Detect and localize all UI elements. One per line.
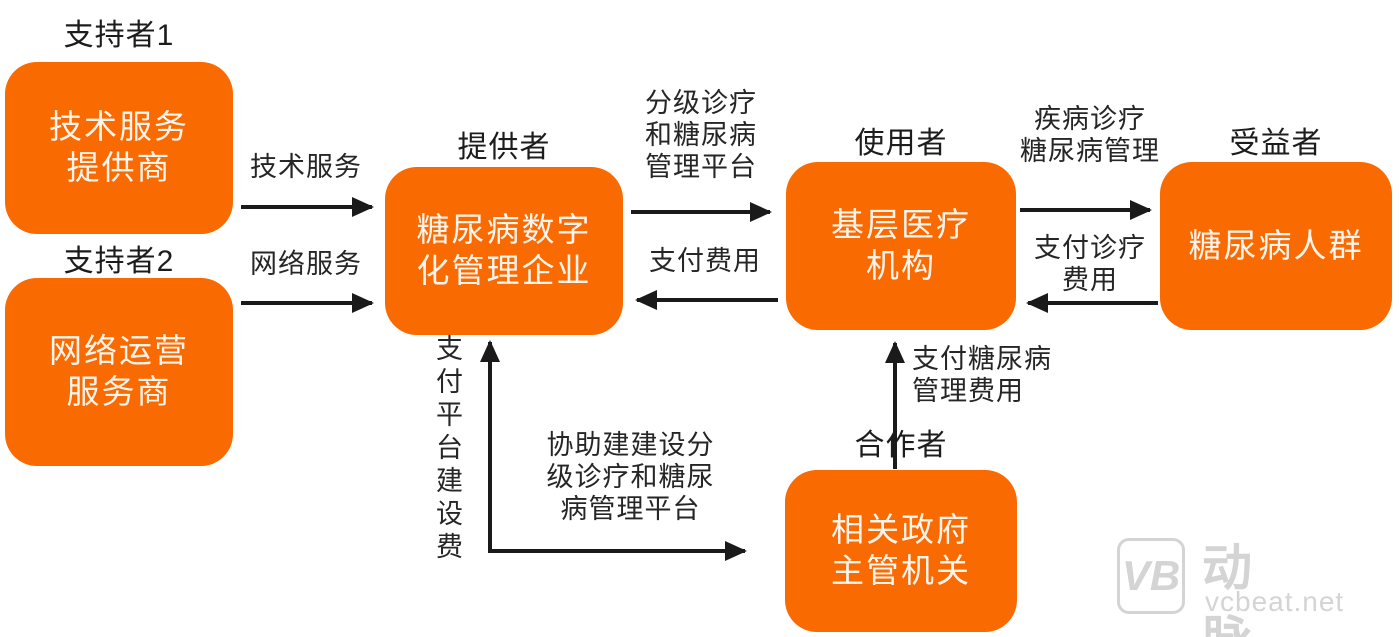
edge-label-platform-delivery: 分级诊疗 和糖尿病 管理平台 <box>645 88 757 182</box>
edge-label-pay-platform-fee: 支付平台建设费 <box>432 334 462 565</box>
node-enterprise-label: 糖尿病数字 化管理企业 <box>416 211 592 289</box>
node-primary-care-label: 基层医疗 机构 <box>831 206 971 284</box>
node-patients-label: 糖尿病人群 <box>1188 226 1364 264</box>
node-primary-care: 基层医疗 机构 <box>786 162 1016 330</box>
node-government: 相关政府 主管机关 <box>785 470 1017 632</box>
role-label-beneficiary: 受益者 <box>1229 127 1323 160</box>
node-enterprise: 糖尿病数字 化管理企业 <box>385 167 623 335</box>
role-label-provider: 提供者 <box>457 131 551 164</box>
edge-label-tech-service: 技术服务 <box>250 152 362 182</box>
node-tech-provider-label: 技术服务 提供商 <box>49 108 189 186</box>
edge-label-network-service: 网络服务 <box>250 249 362 279</box>
node-tech-provider: 技术服务 提供商 <box>5 62 233 234</box>
vcbeat-logo-icon: VB <box>1117 538 1185 614</box>
edge-label-disease-mgmt: 疾病诊疗 糖尿病管理 <box>1020 104 1160 166</box>
role-label-user: 使用者 <box>854 127 948 160</box>
node-network-operator-label: 网络运营 服务商 <box>49 332 189 410</box>
edge-label-pay-fee: 支付费用 <box>649 246 761 276</box>
watermark-site: vcbeat.net <box>1205 586 1345 617</box>
node-government-label: 相关政府 主管机关 <box>831 511 971 589</box>
node-network-operator: 网络运营 服务商 <box>5 278 233 466</box>
node-patients: 糖尿病人群 <box>1160 162 1392 330</box>
watermark-brand: 动脉网 <box>1202 540 1257 637</box>
edge-label-pay-treatment-fee: 支付诊疗 费用 <box>1034 233 1146 295</box>
edge-label-assist-build: 协助建建设分 级诊疗和糖尿 病管理平台 <box>546 430 715 524</box>
edge-label-pay-mgmt-fee: 支付糖尿病 管理费用 <box>912 344 1052 406</box>
role-label-supporter2: 支持者2 <box>63 245 175 278</box>
role-label-partner: 合作者 <box>854 429 948 462</box>
role-label-supporter1: 支持者1 <box>63 19 175 52</box>
